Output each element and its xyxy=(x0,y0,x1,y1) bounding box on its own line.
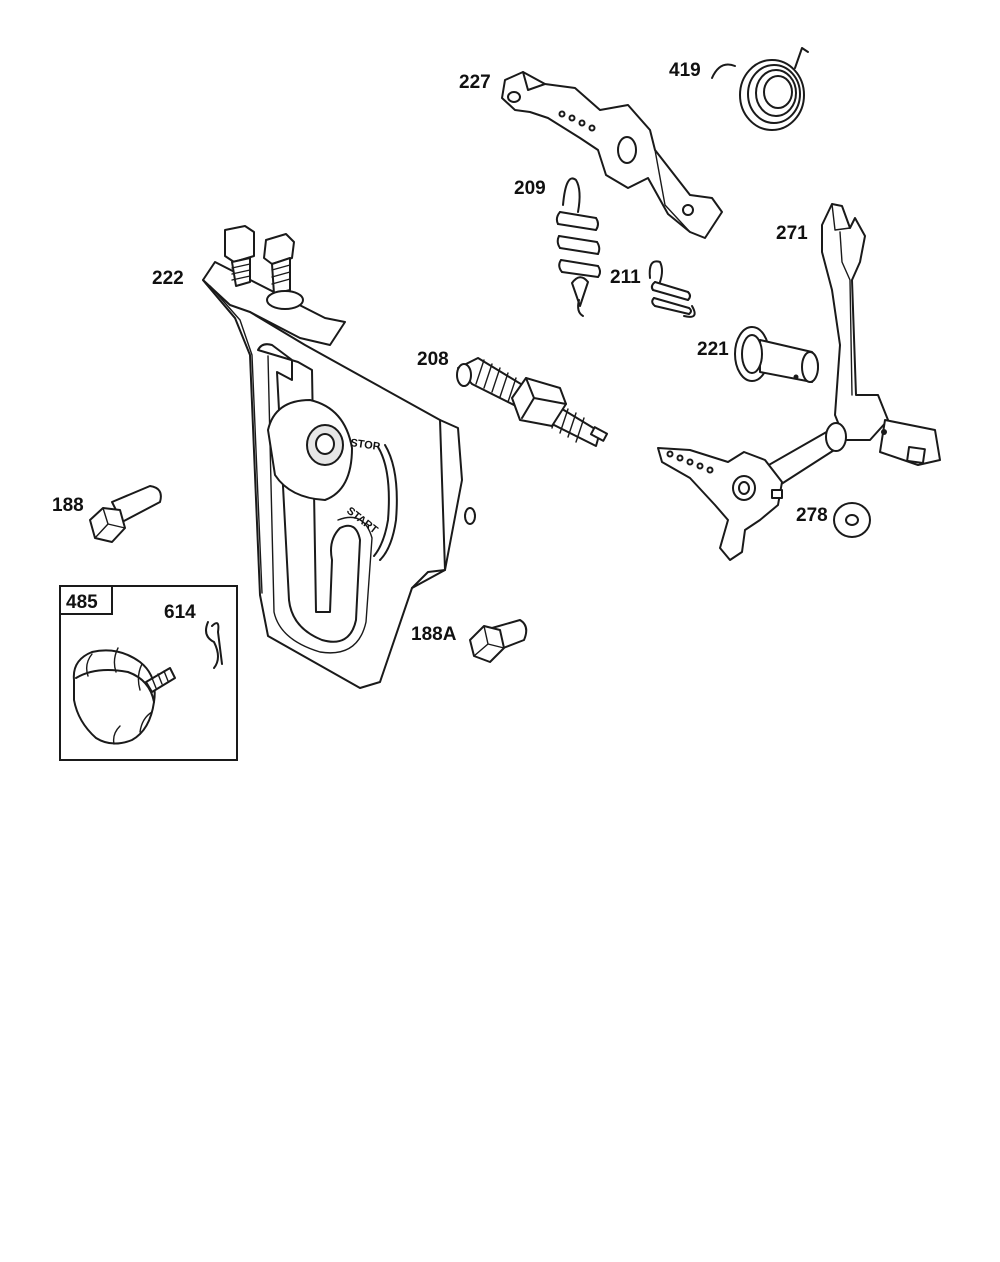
part-419-coil-spring xyxy=(711,47,809,131)
callout-278: 278 xyxy=(796,505,828,526)
callout-188a: 188A xyxy=(411,624,457,645)
callout-211: 211 xyxy=(610,267,641,288)
callout-221: 221 xyxy=(697,339,729,360)
part-208-adjusting-screw xyxy=(456,357,609,447)
part-271-governor-lever xyxy=(657,203,941,561)
callout-271: 271 xyxy=(776,223,808,244)
part-211-short-spring xyxy=(648,260,696,318)
part-227-lever-plate xyxy=(501,71,723,239)
kit-485-box xyxy=(59,585,238,761)
callout-419: 419 xyxy=(669,60,701,81)
part-278-washer xyxy=(833,502,871,538)
callout-614: 614 xyxy=(164,602,196,623)
callout-485: 485 xyxy=(66,592,98,613)
part-221-bushing xyxy=(734,326,819,383)
callout-208: 208 xyxy=(417,349,449,370)
stop-marking: STOP xyxy=(350,437,381,453)
callout-222: 222 xyxy=(152,268,184,289)
callout-209: 209 xyxy=(514,178,546,199)
part-188-bolt xyxy=(89,485,162,543)
part-209-extension-spring xyxy=(555,177,601,317)
part-188a-bolt xyxy=(469,619,528,663)
callout-227: 227 xyxy=(459,72,491,93)
callout-188: 188 xyxy=(52,495,84,516)
part-222-control-bracket: STOP START xyxy=(202,225,476,689)
